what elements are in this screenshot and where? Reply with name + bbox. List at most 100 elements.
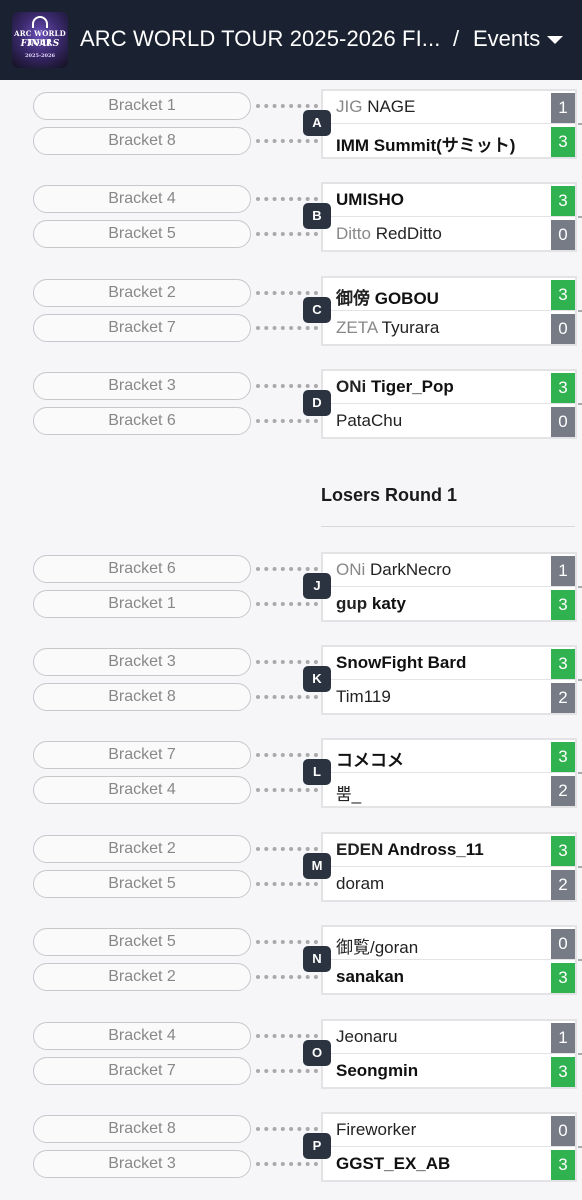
connector-line: [256, 882, 318, 886]
bracket-slot-pill[interactable]: Bracket 6: [33, 407, 251, 435]
player-gamertag: Tiger_Pop: [370, 377, 454, 396]
match-id-badge: C: [303, 297, 331, 323]
events-dropdown[interactable]: Events: [473, 26, 541, 51]
connector-stub: [578, 866, 582, 868]
player-row[interactable]: Fireworker 0: [323, 1114, 575, 1147]
bracket-slot-pill[interactable]: Bracket 7: [33, 1057, 251, 1085]
player-gamertag: GOBOU: [374, 289, 439, 308]
bracket-slot-pill[interactable]: Bracket 5: [33, 870, 251, 898]
section-divider: [321, 526, 575, 527]
bracket-slot-pill[interactable]: Bracket 1: [33, 92, 251, 120]
player-row[interactable]: EDEN Andross_11 3: [323, 834, 575, 867]
player-name: Fireworker: [336, 1120, 416, 1140]
player-gamertag: sanakan: [336, 967, 405, 986]
bracket-slot-pill[interactable]: Bracket 3: [33, 648, 251, 676]
bracket-slot-pill[interactable]: Bracket 6: [33, 555, 251, 583]
score-box: 1: [551, 93, 575, 123]
connector-line: [256, 975, 318, 979]
bracket-slot-pill[interactable]: Bracket 4: [33, 1022, 251, 1050]
player-row[interactable]: IMM Summit(サミット)3: [323, 125, 575, 158]
bracket-slot-pill[interactable]: Bracket 8: [33, 1115, 251, 1143]
bracket-slot-pill[interactable]: Bracket 4: [33, 776, 251, 804]
match-id-badge: M: [303, 853, 331, 879]
event-logo[interactable]: ARC WORLD TOUR FINALS 2025-2026: [12, 12, 68, 68]
match-id-badge: L: [303, 759, 331, 785]
player-name: sanakan: [336, 967, 404, 987]
connector-stub: [578, 216, 582, 218]
connector-line: [256, 326, 318, 330]
bracket-slot-pill[interactable]: Bracket 2: [33, 963, 251, 991]
connector-stub: [578, 772, 582, 774]
score-box: 0: [551, 1116, 575, 1146]
match-id-badge: K: [303, 666, 331, 692]
player-gamertag: UMISHO: [336, 190, 404, 209]
tournament-title[interactable]: ARC WORLD TOUR 2025-2026 FI...: [80, 26, 441, 51]
bracket-slot-pill[interactable]: Bracket 3: [33, 372, 251, 400]
bracket-slot-pill[interactable]: Bracket 8: [33, 683, 251, 711]
bracket-slot-pill[interactable]: Bracket 5: [33, 928, 251, 956]
player-name: PataChu: [336, 411, 402, 431]
losers-round-1-heading: Losers Round 1: [321, 485, 458, 505]
bracket-slot-pill[interactable]: Bracket 1: [33, 590, 251, 618]
connector-line: [256, 139, 318, 143]
connector-stub: [578, 1053, 582, 1055]
score-box: 0: [551, 929, 575, 959]
player-name: 뿜_: [336, 780, 361, 805]
bracket-slot-pill[interactable]: Bracket 4: [33, 185, 251, 213]
top-header: ARC WORLD TOUR FINALS 2025-2026 ARC WORL…: [0, 0, 582, 80]
score-box: 2: [551, 683, 575, 713]
bracket-slot-pill[interactable]: Bracket 5: [33, 220, 251, 248]
bracket-slot-pill[interactable]: Bracket 8: [33, 127, 251, 155]
connector-stub: [578, 586, 582, 588]
bracket-slot-pill[interactable]: Bracket 2: [33, 835, 251, 863]
player-name: 御覧/goran: [336, 933, 418, 958]
player-name: EDEN Andross_11: [336, 840, 484, 860]
score-box: 1: [551, 556, 575, 586]
player-row[interactable]: 뿜_ 2: [323, 774, 575, 807]
score-box: 3: [551, 742, 575, 772]
score-box: 3: [551, 836, 575, 866]
chevron-down-icon[interactable]: [547, 36, 563, 44]
bracket-slot-pill[interactable]: Bracket 7: [33, 741, 251, 769]
bracket-slot-pill[interactable]: Bracket 7: [33, 314, 251, 342]
score-box: 2: [551, 870, 575, 900]
connector-line: [256, 104, 318, 108]
bracket-slot-pill[interactable]: Bracket 3: [33, 1150, 251, 1178]
player-row[interactable]: 御覧/goran 0: [323, 927, 575, 960]
connector-line: [256, 602, 318, 606]
connector-line: [256, 788, 318, 792]
connector-line: [256, 1162, 318, 1166]
bracket-slot-pill[interactable]: Bracket 2: [33, 279, 251, 307]
logo-line-1: ARC WORLD TOUR: [14, 29, 66, 47]
match-id-badge: B: [303, 203, 331, 229]
score-box: 2: [551, 776, 575, 806]
